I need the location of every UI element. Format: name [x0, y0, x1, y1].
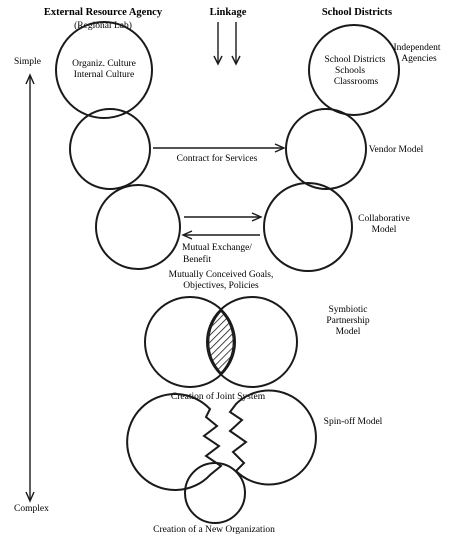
scale-complex-label: Complex — [14, 504, 49, 514]
contract-for-services-label: Contract for Services — [177, 153, 258, 164]
district-circle-line2: Schools — [335, 66, 365, 76]
contract-arrow — [153, 143, 286, 153]
new-organization-circle — [184, 462, 246, 524]
agency-circle-line2: Internal Culture — [74, 70, 134, 80]
collab-agency-circle — [95, 184, 181, 270]
agency-header: External Resource Agency — [44, 7, 163, 18]
spinoff-agency-half — [126, 393, 223, 491]
symbiotic-district-circle — [206, 296, 298, 388]
joint-goals-label-line1: Mutually Conceived Goals, — [169, 270, 274, 280]
linkage-header: Linkage — [210, 7, 247, 18]
scale-simple-label: Simple — [14, 57, 41, 67]
collaborative-model-label-line2: Model — [372, 225, 397, 235]
new-organization-caption: Creation of a New Organization — [153, 524, 275, 535]
districts-header: School Districts — [322, 7, 392, 18]
collab-district-circle — [263, 182, 353, 272]
joint-goals-label-line2: Objectives, Policies — [183, 281, 259, 291]
vendor-agency-circle — [69, 108, 151, 190]
symbiotic-model-label-line3: Model — [336, 327, 361, 337]
exchange-arrow-left — [181, 230, 260, 240]
collaborative-model-label-line1: Collaborative — [358, 214, 410, 224]
joint-system-caption: Creation of Joint System — [171, 391, 266, 402]
independent-agencies-line2: Agencies — [401, 54, 437, 64]
symbiotic-model-label-line1: Symbiotic — [328, 305, 367, 315]
agency-circle — [55, 21, 153, 119]
linkage-down-arrows — [213, 22, 241, 66]
district-circle-line1: School Districts — [325, 55, 386, 65]
independent-agencies-line1: Independent — [394, 43, 441, 53]
district-circle — [308, 24, 400, 116]
agency-subheader: (Regional Lab) — [74, 20, 132, 31]
agency-circle-line1: Organiz. Culture — [72, 59, 136, 69]
symbiotic-agency-circle — [144, 296, 236, 388]
vendor-model-label: Vendor Model — [369, 145, 424, 155]
exchange-arrow-right — [184, 212, 263, 222]
spinoff-district-half — [228, 389, 317, 486]
joint-system-overlap — [207, 309, 235, 375]
vendor-district-circle — [285, 108, 367, 190]
mutual-exchange-label-line1: Mutual Exchange/ — [182, 243, 252, 253]
spinoff-model-label: Spin-off Model — [324, 416, 383, 427]
mutual-exchange-label-line2: Benefit — [183, 254, 211, 265]
symbiotic-model-label-line2: Partnership — [326, 316, 370, 326]
complexity-scale-arrow — [25, 73, 35, 503]
district-circle-line3: Classrooms — [334, 77, 379, 87]
